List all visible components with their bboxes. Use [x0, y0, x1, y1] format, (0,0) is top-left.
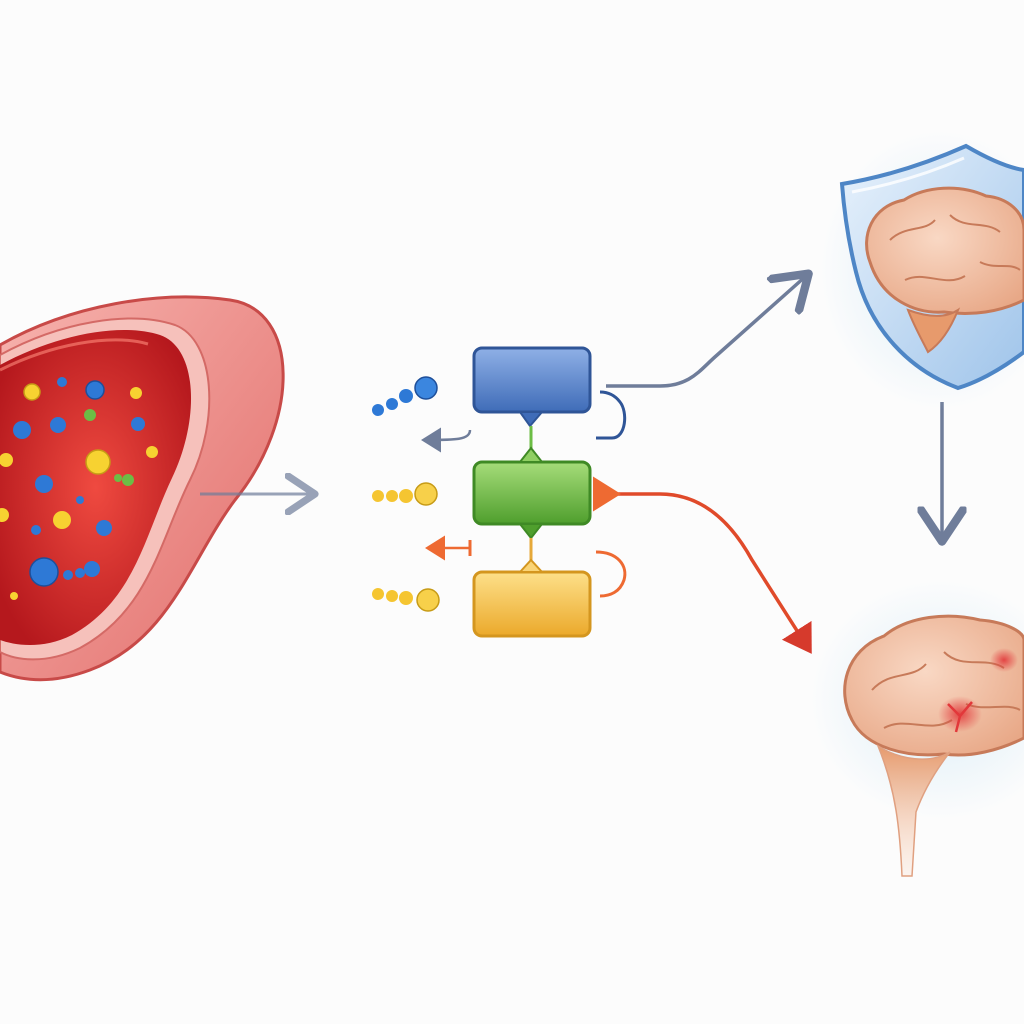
module-green	[472, 446, 592, 540]
ligand-yellow-2	[372, 588, 440, 612]
lesion-icon	[938, 696, 982, 732]
arrow-green-damaged-brain	[593, 476, 812, 654]
circulating-particles	[0, 377, 158, 600]
loop-blue	[596, 390, 627, 440]
brain-icon	[865, 186, 1024, 315]
arrow-to-protected-brain	[606, 276, 806, 388]
ligand-yellow-1	[372, 482, 438, 506]
damaged-brain	[810, 580, 1024, 877]
loop-yellow	[595, 550, 627, 598]
module-yellow	[472, 558, 592, 638]
protected-brain	[820, 130, 1024, 410]
lesion-icon	[990, 648, 1018, 672]
ligand-blue	[372, 376, 438, 416]
brainstem	[876, 744, 951, 877]
return-arrow-top	[421, 427, 472, 453]
brainstem	[906, 307, 961, 354]
module-blue	[472, 346, 592, 428]
